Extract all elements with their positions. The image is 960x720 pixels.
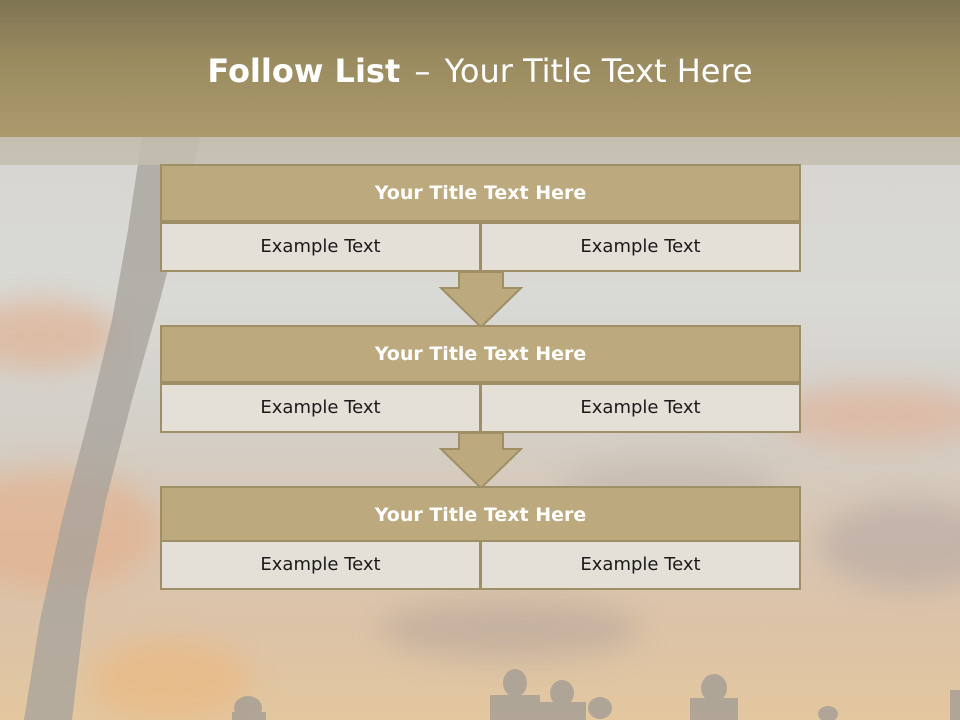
flow-block-right-cell: Example Text bbox=[480, 540, 801, 590]
flow-block: Your Title Text Here Example Text Exampl… bbox=[160, 325, 801, 433]
flow-block-title: Your Title Text Here bbox=[160, 325, 801, 383]
cloud bbox=[820, 500, 960, 590]
cloud bbox=[380, 600, 640, 660]
page-title-rest: Your Title Text Here bbox=[444, 52, 753, 90]
title-band bbox=[0, 0, 960, 137]
cloud bbox=[90, 640, 250, 720]
flow-block-title: Your Title Text Here bbox=[160, 164, 801, 222]
down-arrow-icon bbox=[438, 432, 524, 490]
page-title-separator: – bbox=[414, 52, 431, 90]
crowd-silhouette bbox=[232, 669, 960, 720]
down-arrow-icon bbox=[438, 271, 524, 329]
flow-block-left-cell: Example Text bbox=[160, 222, 481, 272]
flow-block: Your Title Text Here Example Text Exampl… bbox=[160, 164, 801, 272]
title-underline-strip bbox=[0, 137, 960, 165]
flow-block-right-cell: Example Text bbox=[480, 222, 801, 272]
flow-block: Your Title Text Here Example Text Exampl… bbox=[160, 486, 801, 594]
flow-block-left-cell: Example Text bbox=[160, 540, 481, 590]
cloud bbox=[770, 385, 960, 445]
flow-block-right-cell: Example Text bbox=[480, 383, 801, 433]
page-title-bold: Follow List bbox=[207, 52, 401, 90]
flow-block-title: Your Title Text Here bbox=[160, 486, 801, 544]
palm-trunk bbox=[24, 137, 200, 720]
page-title: Follow List – Your Title Text Here bbox=[0, 52, 960, 90]
flow-block-left-cell: Example Text bbox=[160, 383, 481, 433]
